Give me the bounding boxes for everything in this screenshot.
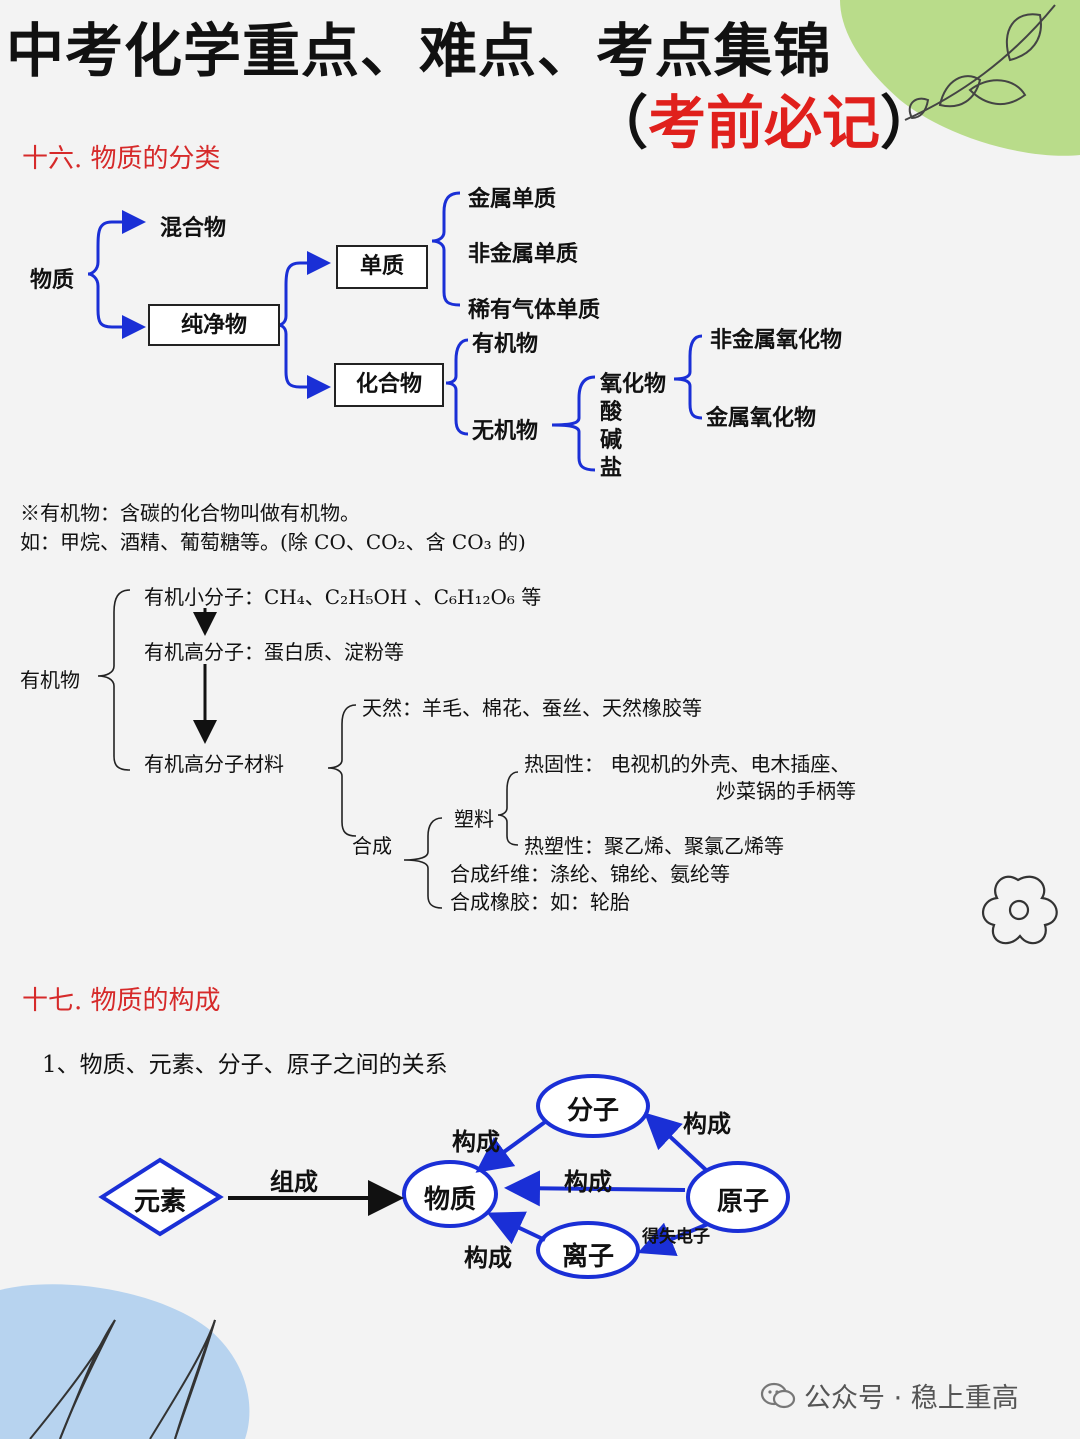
substance-ellipse xyxy=(402,1160,498,1228)
flower-outline-icon xyxy=(982,875,1058,945)
material-synthetic: 合成 xyxy=(352,834,392,858)
arrow-atom-ion xyxy=(637,1222,709,1256)
leaf-sprig-icon xyxy=(904,4,1056,121)
brace-root xyxy=(87,220,113,329)
tree-compound-box: 化合物 xyxy=(334,363,444,407)
feather-leaves-icon xyxy=(29,1319,216,1439)
brace-oxide xyxy=(673,334,703,420)
section-17-subheading: 1、物质、元素、分子、原子之间的关系 xyxy=(42,1052,448,1078)
tree-noble-gas-element: 稀有气体单质 xyxy=(468,297,601,323)
arrow-ion-substance xyxy=(486,1211,546,1245)
synthetic-fiber: 合成纤维：涤纶、锦纶、氨纶等 xyxy=(450,862,730,886)
element-diamond xyxy=(98,1157,224,1237)
page-title: 中考化学重点、难点、考点集锦 xyxy=(6,17,833,85)
brace-organic-root xyxy=(97,589,131,771)
brace-element xyxy=(431,191,461,307)
tree-mixture: 混合物 xyxy=(160,215,227,241)
subtitle-open-paren: （ xyxy=(590,89,649,157)
tree-base: 碱 xyxy=(600,427,623,453)
arrow-atom-substance xyxy=(504,1170,686,1207)
label-gain-lose-electrons: 得失电子 xyxy=(642,1227,710,1247)
subtitle-highlight: 考前必记 xyxy=(648,89,881,157)
arrow-molecule-substance xyxy=(475,1120,547,1173)
tree-organic: 有机物 xyxy=(472,331,539,357)
label-constitute-ion: 构成 xyxy=(464,1243,512,1272)
brace-material xyxy=(327,704,357,837)
node-molecule: 分子 xyxy=(566,1096,619,1126)
tree-nonmetal-oxide: 非金属氧化物 xyxy=(710,327,843,353)
page-subtitle: （考前必记） xyxy=(590,76,938,160)
node-element: 元素 xyxy=(133,1187,186,1217)
organic-polymer: 有机高分子：蛋白质、淀粉等 xyxy=(144,640,404,664)
node-atom: 原子 xyxy=(716,1187,769,1217)
node-substance: 物质 xyxy=(423,1185,476,1215)
tree-metal-element: 金属单质 xyxy=(468,186,557,212)
label-constitute-atom: 构成 xyxy=(564,1167,612,1196)
section-17-heading: 十七. 物质的构成 xyxy=(22,986,221,1016)
brace-compound xyxy=(445,338,469,436)
plastic-thermoset-line1: 热固性： 电视机的外壳、电木插座、 xyxy=(524,752,851,776)
footer-label: 公众号 · 稳上重高 xyxy=(804,1383,1019,1414)
plastic-thermoplastic: 热塑性：聚乙烯、聚氯乙烯等 xyxy=(524,834,784,858)
tree-metal-oxide: 金属氧化物 xyxy=(706,405,817,431)
organic-tree-root: 有机物 xyxy=(20,668,80,692)
plastic-thermoset-line2: 炒菜锅的手柄等 xyxy=(716,779,856,803)
tree-root-substance: 物质 xyxy=(30,267,75,293)
organic-small-molecule: 有机小分子：CH₄、C₂H₅OH 、C₆H₁₂O₆ 等 xyxy=(144,585,542,609)
synthetic-rubber: 合成橡胶：如：轮胎 xyxy=(450,890,630,914)
brace-plastic xyxy=(497,771,519,846)
tree-inorganic: 无机物 xyxy=(472,418,539,444)
arrow-atom-molecule xyxy=(644,1112,708,1172)
section-16-heading: 十六. 物质的分类 xyxy=(22,144,221,174)
label-compose: 组成 xyxy=(270,1167,318,1196)
tree-pure-box: 纯净物 xyxy=(148,304,280,346)
node-ion: 离子 xyxy=(561,1242,614,1272)
organic-note-line2: 如：甲烷、酒精、葡萄糖等。(除 CO、CO₂、含 CO₃ 的) xyxy=(20,530,526,554)
footer-watermark: 公众号 · 稳上重高 xyxy=(760,1376,1019,1415)
organic-polymer-material: 有机高分子材料 xyxy=(144,752,284,776)
tree-acid: 酸 xyxy=(600,399,623,425)
synthetic-plastic: 塑料 xyxy=(454,807,494,831)
tree-nonmetal-element: 非金属单质 xyxy=(468,241,579,267)
tree-element-box: 单质 xyxy=(336,245,428,289)
label-constitute-atom-molecule: 构成 xyxy=(683,1109,731,1138)
label-constitute-molecule: 构成 xyxy=(452,1127,500,1156)
organic-note-line1: ※有机物：含碳的化合物叫做有机物。 xyxy=(20,501,360,525)
molecule-ellipse xyxy=(536,1074,650,1138)
brace-synthetic xyxy=(403,817,443,909)
tree-oxide: 氧化物 xyxy=(600,371,667,397)
tree-salt: 盐 xyxy=(600,455,623,481)
atom-ellipse xyxy=(686,1161,790,1233)
brace-inorganic xyxy=(551,375,596,472)
wechat-icon xyxy=(760,1382,796,1408)
material-natural: 天然：羊毛、棉花、蚕丝、天然橡胶等 xyxy=(362,696,702,720)
subtitle-close-paren: ） xyxy=(880,89,939,157)
